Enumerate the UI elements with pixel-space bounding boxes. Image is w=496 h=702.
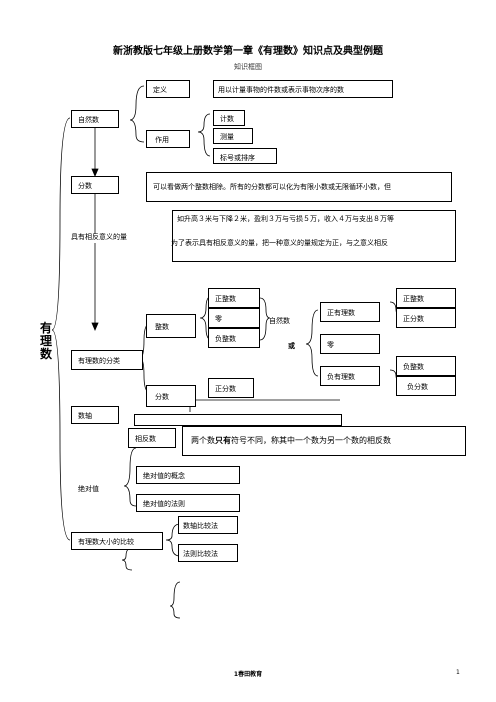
opposite-quantity-box: 如升高３米与下降２米，盈利３万与亏损５万，收入４万与支出８万等 为了表示具有相反… bbox=[171, 210, 456, 262]
use-count-label: 计数 bbox=[220, 115, 234, 123]
fraction-text: 可以看做两个整数相除。所有的分数都可以化为有限小数或无限循环小数，但 bbox=[153, 183, 391, 191]
compare-box: 有理数大小的比较 bbox=[71, 532, 163, 550]
use-order-box: 标号或排序 bbox=[213, 148, 277, 164]
opposite-number-text: 两个数只有符号不同，称其中一个数为另一个数的相反数 bbox=[191, 435, 391, 446]
negative-integer-box: 负整数 bbox=[208, 328, 260, 348]
page-title: 新浙教版七年级上册数学第一章《有理数》知识点及典型例题 bbox=[113, 46, 383, 57]
zero-box: 零 bbox=[208, 308, 260, 328]
opposite-quantity-text: 为了表示具有相反意义的量，把一种意义的量规定为正，与之意义相反 bbox=[171, 239, 388, 247]
opposite-text-part-1: 两个数 bbox=[191, 436, 215, 445]
abs-concept-label: 绝对值的概念 bbox=[143, 472, 185, 480]
positive-integer-label: 正整数 bbox=[215, 295, 236, 303]
right-positive-fraction-label: 正分数 bbox=[403, 315, 424, 323]
right-negative-integer-box: 负整数 bbox=[396, 356, 456, 376]
zero-label: 零 bbox=[215, 315, 222, 323]
function-box: 作用 bbox=[146, 130, 190, 148]
right-negative-integer-label: 负整数 bbox=[403, 363, 424, 371]
integer-box: 整数 bbox=[146, 314, 196, 338]
function-label: 作用 bbox=[155, 136, 169, 144]
compare-rule-label: 法则比较法 bbox=[183, 550, 218, 558]
negative-rational-label: 负有理数 bbox=[327, 373, 355, 381]
compare-rule-box: 法则比较法 bbox=[178, 544, 238, 562]
main-topic-label: 有理数 bbox=[40, 321, 53, 361]
number-line-box: 数轴 bbox=[71, 406, 119, 424]
negative-rational-box: 负有理数 bbox=[320, 366, 380, 386]
positive-fraction-label: 正分数 bbox=[215, 385, 236, 393]
opposite-text-emphasis: 只有 bbox=[215, 436, 231, 445]
abs-concept-box: 绝对值的概念 bbox=[136, 466, 240, 484]
right-positive-integer-label: 正整数 bbox=[403, 295, 424, 303]
page-footer: 1春田教育 bbox=[233, 671, 263, 678]
positive-fraction-box: 正分数 bbox=[208, 378, 254, 398]
definition-label: 定义 bbox=[153, 86, 167, 94]
zero-right-label: 零 bbox=[327, 341, 334, 349]
definition-text: 用以计量事物的件数或表示事物次序的数 bbox=[218, 86, 344, 94]
opposite-number-text-box: 两个数只有符号不同，称其中一个数为另一个数的相反数 bbox=[182, 426, 466, 456]
use-count-box: 计数 bbox=[213, 110, 245, 126]
integer-label: 整数 bbox=[155, 323, 169, 331]
abs-rule-box: 绝对值的法则 bbox=[136, 494, 240, 512]
compare-number-line-label: 数轴比较法 bbox=[183, 522, 218, 530]
compare-number-line-box: 数轴比较法 bbox=[178, 516, 238, 534]
fraction-box: 分数 bbox=[71, 176, 119, 194]
right-negative-fraction-box: 负分数 bbox=[396, 376, 456, 396]
classification-label: 有理数的分类 bbox=[78, 357, 120, 365]
natural-number-box: 自然数 bbox=[71, 110, 119, 128]
positive-rational-box: 正有理数 bbox=[320, 302, 380, 322]
number-line-strip bbox=[134, 414, 342, 426]
fraction-class-label: 分数 bbox=[155, 393, 169, 401]
definition-box: 定义 bbox=[146, 80, 190, 98]
classification-box: 有理数的分类 bbox=[71, 350, 143, 370]
page-subtitle: 知识框图 bbox=[234, 63, 262, 71]
natural-number-label: 自然数 bbox=[78, 116, 99, 124]
positive-integer-box: 正整数 bbox=[208, 288, 260, 308]
use-measure-label: 测量 bbox=[220, 133, 234, 141]
right-negative-fraction-label: 负分数 bbox=[407, 383, 428, 391]
number-line-label: 数轴 bbox=[78, 412, 92, 420]
fraction-label: 分数 bbox=[78, 182, 92, 190]
fraction-text-box: 可以看做两个整数相除。所有的分数都可以化为有限小数或无限循环小数，但 bbox=[146, 172, 452, 202]
compare-label: 有理数大小的比较 bbox=[78, 538, 134, 546]
or-label: 或 bbox=[288, 342, 295, 350]
abs-rule-label: 绝对值的法则 bbox=[143, 500, 185, 508]
opposite-number-label: 相反数 bbox=[135, 435, 156, 443]
positive-rational-label: 正有理数 bbox=[327, 309, 355, 317]
natural-number-bracket-label: 自然数 bbox=[269, 317, 290, 325]
opposite-number-box: 相反数 bbox=[128, 428, 176, 448]
opposite-quantity-label: 具有相反意义的量 bbox=[71, 233, 127, 241]
fraction-class-box: 分数 bbox=[146, 385, 196, 407]
right-positive-fraction-box: 正分数 bbox=[396, 308, 456, 328]
use-measure-box: 测量 bbox=[213, 128, 253, 144]
opposite-quantity-example: 如升高３米与下降２米，盈利３万与亏损５万，收入４万与支出８万等 bbox=[177, 215, 394, 223]
page-number: 1 bbox=[456, 669, 460, 676]
use-order-label: 标号或排序 bbox=[220, 154, 255, 162]
zero-right-box: 零 bbox=[320, 334, 380, 354]
definition-text-box: 用以计量事物的件数或表示事物次序的数 bbox=[213, 80, 393, 98]
absolute-value-label: 绝对值 bbox=[78, 485, 99, 493]
opposite-text-part-2: 符号不同，称其中一个数为另一个数的相反数 bbox=[231, 436, 391, 445]
right-positive-integer-box: 正整数 bbox=[396, 288, 456, 308]
negative-integer-label: 负整数 bbox=[215, 335, 236, 343]
